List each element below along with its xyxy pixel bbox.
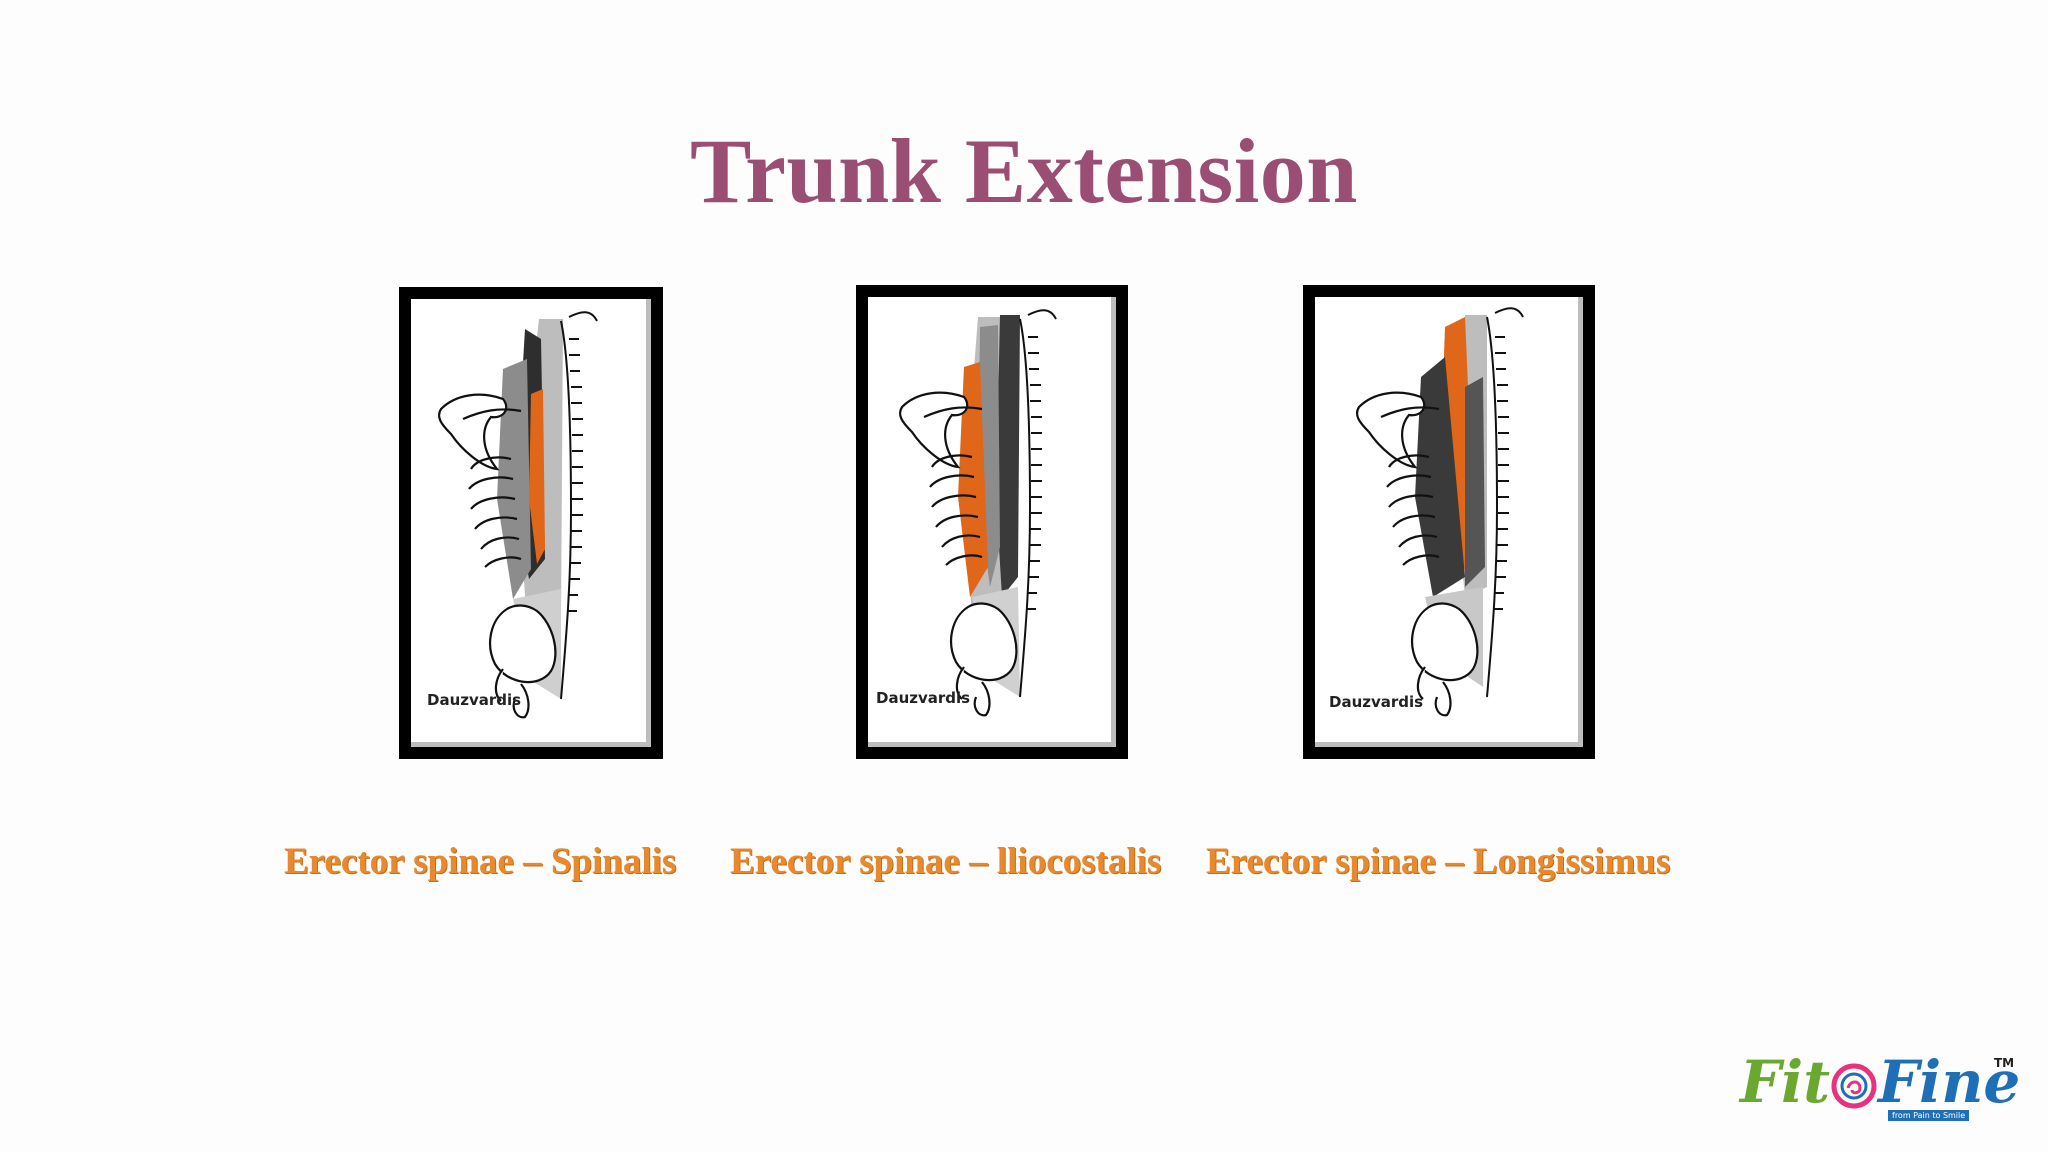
logo-fit-text: Fit [1740,1048,1831,1116]
figure-watermark: Dauzvardis [427,691,522,709]
caption-iliocostalis: Erector spinae – lliocostalis [730,841,1162,882]
figure-iliocostalis-panel: Dauzvardis [868,297,1116,747]
caption-spinalis: Erector spinae – Spinalis [284,841,677,882]
logo-ring-icon [1831,1063,1877,1109]
figure-watermark: Dauzvardis [1329,693,1424,711]
back-muscle-illustration-icon [898,309,1057,717]
figure-watermark: Dauzvardis [876,689,971,707]
figure-longissimus: Dauzvardis [1303,285,1595,759]
fit-o-fine-logo: Fit Fine TM from Pain to Smile [1740,1048,2020,1126]
logo-trademark: TM [1994,1056,2015,1070]
slide-title: Trunk Extension [690,120,1358,222]
figure-spinalis: Dauzvardis [399,287,663,759]
back-muscle-illustration-icon [1355,307,1524,717]
caption-longissimus: Erector spinae – Longissimus [1206,841,1671,882]
logo-tagline: from Pain to Smile [1888,1110,1970,1121]
logo-fine-text: Fine [1878,1048,2021,1116]
figure-longissimus-panel: Dauzvardis [1315,297,1583,747]
figure-iliocostalis: Dauzvardis [856,285,1128,759]
back-muscle-illustration-icon [437,311,598,719]
figure-spinalis-panel: Dauzvardis [411,299,651,747]
